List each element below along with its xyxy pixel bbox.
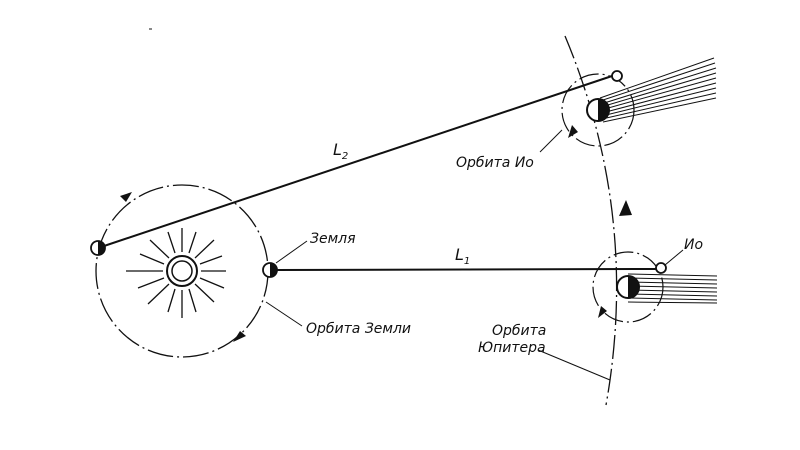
sun-disk-inner (171, 260, 193, 282)
label-earth-orbit: Орбита Земли (306, 321, 411, 337)
earth-position-1 (262, 262, 278, 278)
leader-jupiter-orbit (537, 349, 611, 381)
earth-orbit-circle (95, 184, 269, 358)
leader-earth-orbit (265, 301, 303, 327)
jupiter-orbit-arrow (619, 200, 632, 216)
sun-ray (147, 283, 170, 305)
sight-line-l2 (103, 75, 613, 247)
jupiter-upper (561, 57, 717, 147)
label-io: Ио (684, 237, 703, 253)
io-lower (655, 262, 667, 274)
io-orbit-lower-arrow (598, 306, 607, 318)
label-l1: L1 (455, 245, 470, 267)
jupiter-upper-shadow-lines (599, 57, 717, 123)
label-io-orbit: Орбита Ио (456, 155, 534, 171)
earth-position-2 (90, 240, 106, 256)
sun (126, 228, 226, 318)
label-jupiter-orbit-line1: Орбита (492, 323, 546, 339)
jupiter-upper-planet (586, 98, 610, 122)
io-orbit-lower (592, 251, 664, 323)
sun-ray (199, 255, 223, 265)
jupiter-lower-planet (616, 275, 640, 299)
jupiter-lower-shadow-lines (627, 273, 718, 304)
label-jupiter-orbit-line2: Юпитера (478, 340, 546, 356)
jupiter-orbit-arc (564, 35, 618, 406)
label-l2: L2 (333, 140, 348, 162)
earth-orbit-arrow-bottom (233, 331, 246, 342)
sun-ray (199, 277, 225, 289)
sun-ray (149, 239, 170, 259)
leader-io-orbit (539, 129, 563, 153)
leader-earth (275, 240, 308, 264)
sun-ray (194, 283, 215, 303)
sun-ray (167, 288, 176, 313)
io-orbit-upper-arrow (568, 125, 578, 138)
jupiter-lower (592, 251, 718, 323)
sun-ray (167, 231, 176, 254)
sun-ray (194, 239, 215, 259)
sun-ray (188, 288, 197, 313)
earth-orbit-arrow-top (120, 192, 132, 202)
sun-ray (188, 231, 197, 254)
sun-ray (137, 277, 165, 289)
leader-io (664, 249, 684, 266)
io-orbit-upper (561, 73, 635, 147)
sun-ray (139, 253, 165, 265)
sight-line-l1 (276, 268, 658, 271)
sun-disk-outer (166, 255, 198, 287)
io-upper (611, 70, 623, 82)
label-earth: Земля (310, 231, 356, 247)
